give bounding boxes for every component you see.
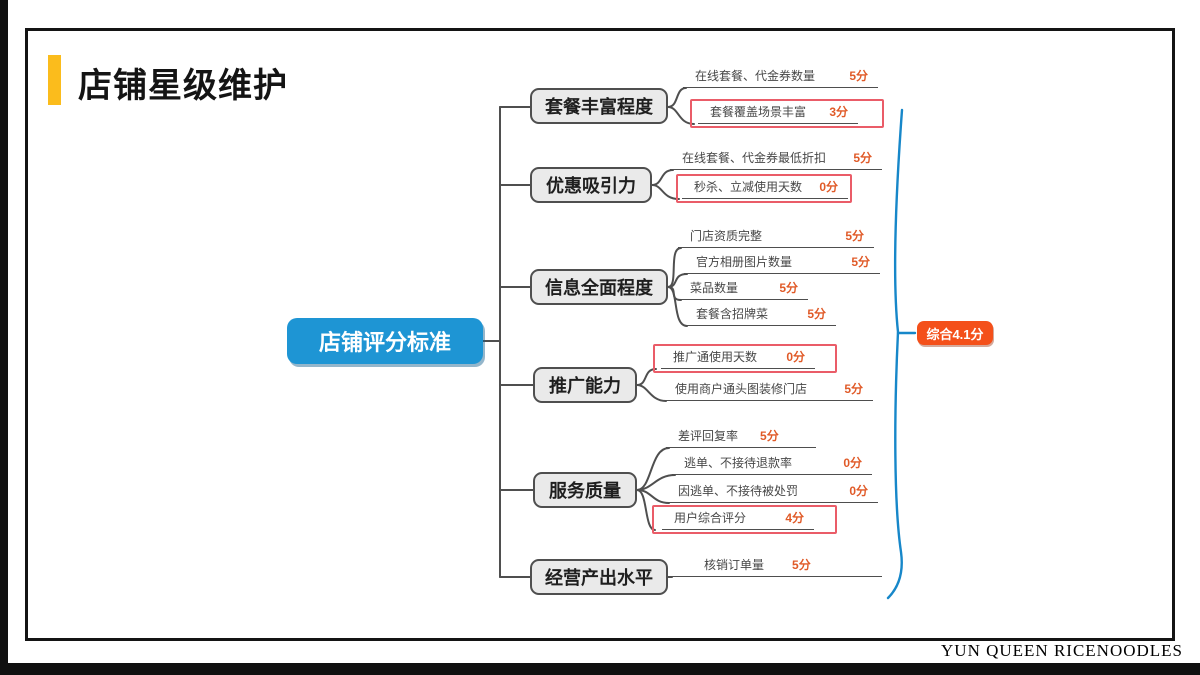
leaf-item: 使用商户通头图装修门店 5分 xyxy=(663,379,873,401)
tree-connectors xyxy=(482,87,695,578)
leaf-text: 逃单、不接待退款率 xyxy=(684,456,793,470)
leaf-item: 逃单、不接待退款率 0分 xyxy=(672,453,872,475)
highlight-box: 推广通使用天数 0分 xyxy=(653,344,837,373)
leaf-score: 0分 xyxy=(843,456,862,470)
leaf-text: 官方相册图片数量 xyxy=(696,255,793,269)
leaf-item: 官方相册图片数量 5分 xyxy=(684,252,880,274)
leaf-item: 因逃单、不接待被处罚 0分 xyxy=(666,481,878,503)
leaf-text: 秒杀、立减使用天数 xyxy=(694,180,803,194)
leaf-text: 因逃单、不接待被处罚 xyxy=(678,484,799,498)
leaf-score: 0分 xyxy=(786,350,805,364)
leaf-text: 差评回复率 xyxy=(678,429,739,443)
branch-node-promotion-ability: 推广能力 xyxy=(533,367,637,403)
leaf-score: 5分 xyxy=(844,382,863,396)
leaf-score: 5分 xyxy=(851,255,870,269)
leaf-item: 秒杀、立减使用天数 0分 xyxy=(682,177,848,199)
leaf-text: 用户综合评分 xyxy=(674,511,747,525)
leaf-item: 推广通使用天数 0分 xyxy=(661,347,815,369)
leaf-item: 用户综合评分 4分 xyxy=(662,508,814,530)
leaf-text: 套餐覆盖场景丰富 xyxy=(710,105,807,119)
leaf-score: 5分 xyxy=(849,69,868,83)
leaf-score: 0分 xyxy=(849,484,868,498)
leaf-item: 在线套餐、代金券最低折扣 5分 xyxy=(670,148,882,170)
leaf-score: 5分 xyxy=(807,307,826,321)
summary-brace xyxy=(886,108,917,600)
branch-node-service-quality: 服务质量 xyxy=(533,472,637,508)
title-accent-bar xyxy=(48,55,61,105)
leaf-text: 套餐含招牌菜 xyxy=(696,307,769,321)
leaf-score: 0分 xyxy=(819,180,838,194)
leaf-score: 5分 xyxy=(845,229,864,243)
leaf-item: 门店资质完整 5分 xyxy=(678,226,874,248)
highlight-box: 套餐覆盖场景丰富 3分 xyxy=(690,99,884,128)
leaf-score: 5分 xyxy=(792,558,811,572)
leaf-score: 5分 xyxy=(760,429,779,443)
leaf-item: 差评回复率 5分 xyxy=(666,426,816,448)
highlight-box: 秒杀、立减使用天数 0分 xyxy=(676,174,852,203)
leaf-text: 推广通使用天数 xyxy=(673,350,758,364)
branch-node-operating-output: 经营产出水平 xyxy=(530,559,668,595)
leaf-text: 菜品数量 xyxy=(690,281,739,295)
highlight-box: 用户综合评分 4分 xyxy=(652,505,837,534)
branch-node-discount-attractiveness: 优惠吸引力 xyxy=(530,167,652,203)
leaf-text: 使用商户通头图装修门店 xyxy=(675,382,808,396)
page-title: 店铺星级维护 xyxy=(78,67,288,105)
leaf-item: 在线套餐、代金券数量 5分 xyxy=(683,66,878,88)
summary-score-badge: 综合4.1分 xyxy=(917,321,993,345)
leaf-item: 套餐含招牌菜 5分 xyxy=(684,304,836,326)
leaf-text: 在线套餐、代金券最低折扣 xyxy=(682,151,827,165)
slide-border-frame xyxy=(25,28,1175,641)
leaf-item: 菜品数量 5分 xyxy=(678,278,808,300)
leaf-item: 套餐覆盖场景丰富 3分 xyxy=(698,102,858,124)
leaf-score: 5分 xyxy=(853,151,872,165)
branch-node-package-richness: 套餐丰富程度 xyxy=(530,88,668,124)
leaf-text: 核销订单量 xyxy=(704,558,765,572)
brand-watermark: YUN QUEEN RICENOODLES xyxy=(941,641,1183,660)
leaf-text: 在线套餐、代金券数量 xyxy=(695,69,816,83)
root-node: 店铺评分标准 xyxy=(287,318,483,364)
leaf-item: 核销订单量 5分 xyxy=(670,555,882,577)
leaf-score: 4分 xyxy=(785,511,804,525)
leaf-score: 3分 xyxy=(829,105,848,119)
leaf-score: 5分 xyxy=(779,281,798,295)
branch-node-info-completeness: 信息全面程度 xyxy=(530,269,668,305)
leaf-text: 门店资质完整 xyxy=(690,229,763,243)
